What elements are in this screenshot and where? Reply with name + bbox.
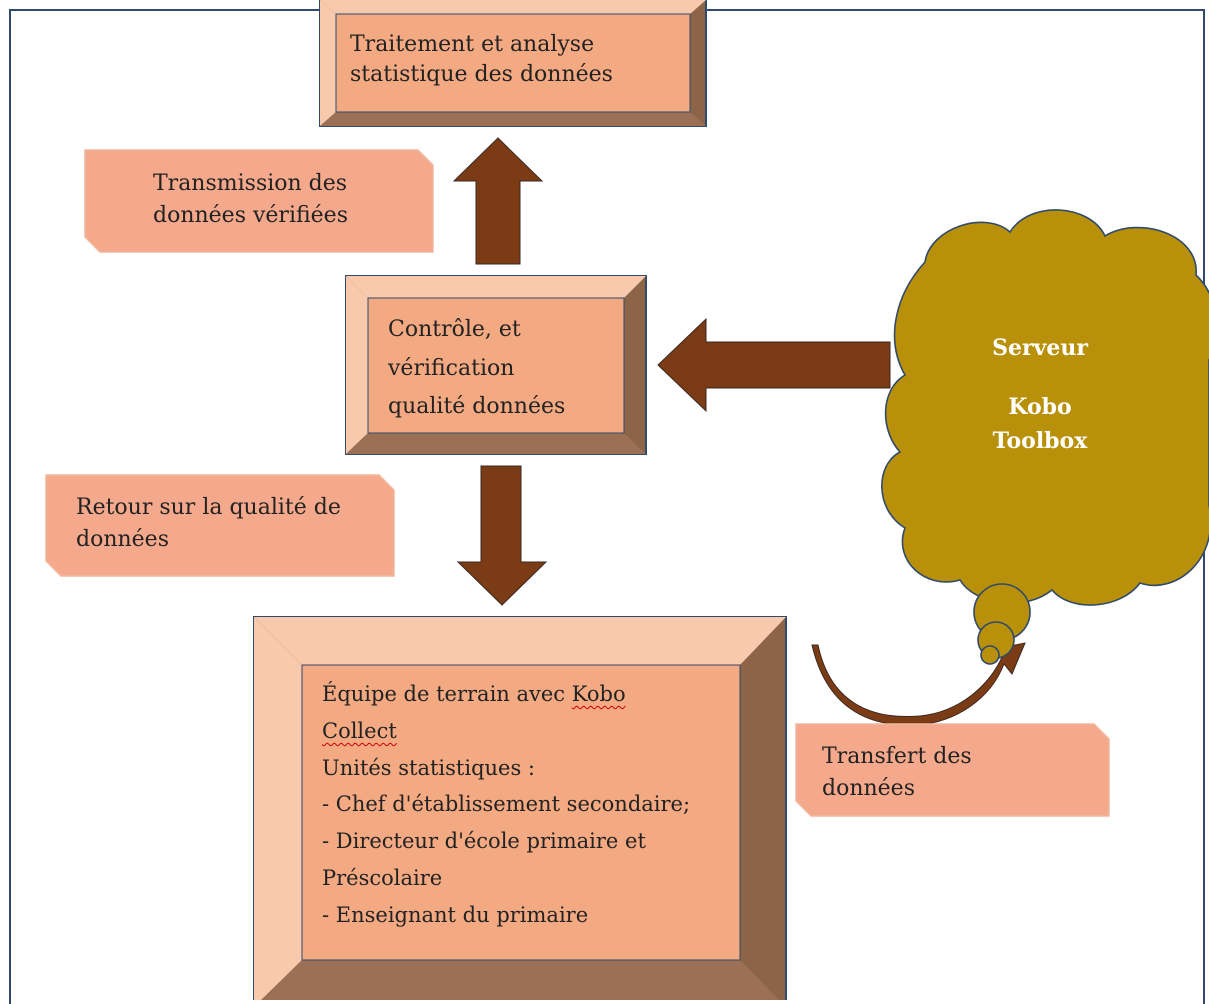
top-box-label: Traitement et analyse statistique des do… — [350, 30, 613, 89]
callout-retour-label: Retour sur la qualité de données — [76, 492, 341, 556]
top-box-line2: statistique des données — [350, 61, 613, 87]
bottom-box-line4: - Chef d'établissement secondaire; — [322, 792, 691, 817]
bottom-box-line6: Préscolaire — [322, 865, 443, 890]
middle-box-label: Contrôle, et vérification qualité donnée… — [388, 311, 565, 427]
cloud-label: Serveur Kobo Toolbox — [960, 334, 1120, 456]
callout-retour-line2: données — [76, 526, 169, 552]
bottom-box-line1-a: Équipe de terrain avec — [322, 682, 572, 706]
arrow-down — [456, 465, 548, 606]
bottom-box-label: Équipe de terrain avec Kobo Collect Unit… — [322, 676, 690, 933]
callout-transfert-line2: données — [822, 775, 915, 801]
middle-process-box — [345, 275, 647, 455]
callout-transmission-line2: données vérifiées — [153, 202, 348, 228]
bottom-box-line5: - Directeur d'école primaire et — [322, 829, 646, 853]
bottom-box-line1: Équipe de terrain avec Kobo — [322, 676, 690, 713]
arrow-left — [657, 317, 891, 413]
middle-box-line2: vérification — [388, 355, 515, 381]
bottom-box-line7: - Enseignant du primaire — [322, 902, 589, 927]
callout-transmission-label: Transmission des données vérifiées — [153, 168, 348, 232]
middle-box-line3: qualité données — [388, 394, 566, 419]
callout-transfert-label: Transfert des données — [822, 741, 972, 805]
bottom-process-box — [253, 616, 787, 1000]
server-cloud — [881, 209, 1209, 665]
bottom-box-line3: Unités statistiques : — [322, 755, 536, 780]
top-box-line1: Traitement et analyse — [350, 32, 595, 57]
callout-transmission — [84, 149, 434, 253]
callout-transmission-line1: Transmission des — [153, 171, 348, 196]
bottom-box-line1-b: Kobo — [571, 682, 626, 706]
callout-transfert — [795, 723, 1110, 817]
callout-retour-line1: Retour sur la qualité de — [76, 495, 341, 520]
cloud-line1: Serveur — [992, 335, 1088, 361]
callout-retour — [45, 474, 395, 577]
callout-transfert-line1: Transfert des — [822, 744, 972, 769]
arrow-up — [452, 137, 544, 265]
top-process-box — [319, 0, 707, 127]
cloud-line2: Kobo — [1008, 393, 1072, 420]
middle-box-line1: Contrôle, et — [388, 317, 521, 342]
bottom-box-line2: Collect — [322, 718, 397, 743]
curved-arrow — [811, 642, 1026, 726]
cloud-line3: Toolbox — [992, 428, 1088, 455]
